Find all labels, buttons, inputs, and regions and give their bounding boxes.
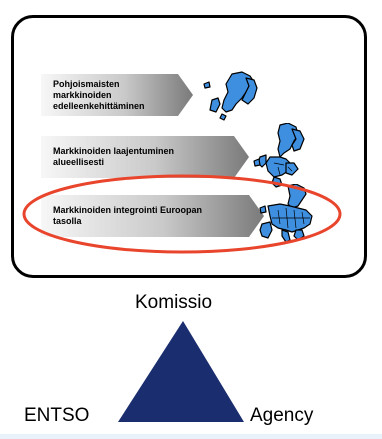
- step-label: Markkinoiden integrointi Euroopan tasoll…: [53, 205, 203, 226]
- nordic-map-icon: [203, 71, 258, 121]
- bottom-band: [0, 434, 382, 439]
- step-arrow-nordic: Pohjoismaisten markkinoiden edelleenkehi…: [41, 74, 193, 116]
- label-agency: Agency: [250, 405, 314, 426]
- step-arrow-regional: Markkinoiden laajentuminen alueellisesti: [41, 136, 249, 178]
- regional-europe-map-icon: [253, 123, 305, 188]
- label-komissio: Komissio: [135, 292, 213, 313]
- arrow-shape: [41, 74, 193, 116]
- development-stages-box: [11, 15, 367, 278]
- step-label: Markkinoiden laajentuminen alueellisesti: [53, 146, 175, 167]
- step-arrow-europe: Markkinoiden integrointi Euroopan tasoll…: [41, 195, 264, 237]
- arrow-shape: [41, 195, 264, 237]
- label-entso: ENTSO: [24, 405, 90, 426]
- arrow-shape: [41, 136, 249, 178]
- europe-map-icon: [259, 184, 313, 243]
- step-label: Pohjoismaisten markkinoiden edelleenkehi…: [53, 78, 145, 111]
